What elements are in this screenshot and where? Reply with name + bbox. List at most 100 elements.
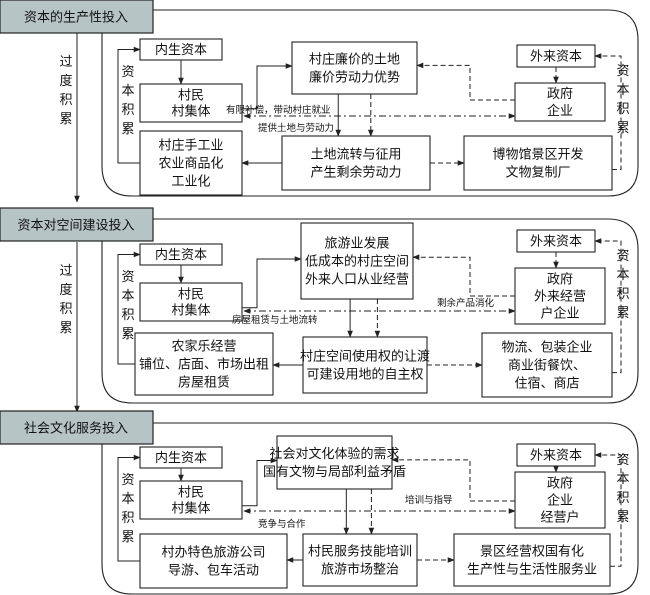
government-enterprise-label: 政府 [547,87,573,102]
exchange-label-forward: 提供土地与劳动力 [258,122,334,134]
villagers-to-driver-arrow [242,63,293,110]
villagers-to-driver-arrow [242,457,278,507]
capital-accumulation-left-char: 资 [121,473,134,488]
villagers-collective-label: 村民 [178,486,204,501]
capital-accumulation-left-char: 累 [121,530,134,545]
capital-accumulation-right-char: 本 [616,268,629,283]
government-enterprise-label: 政府 [547,477,573,492]
over-accumulation-char: 过 [59,264,72,279]
section-header-box [0,410,154,445]
capital-accumulation-arrow-right [594,53,622,170]
government-enterprise-box [514,471,606,529]
capital-accumulation-arrow-right [594,238,622,374]
villagers-collective-label: 村集体 [171,501,210,517]
gov-to-driver-arrow [416,62,515,101]
center-outcome-label: 可建设用地的自主权 [306,367,423,383]
over-accumulation-char: 积 [59,302,72,317]
villagers-collective-box [139,480,243,520]
capital-accumulation-left-char: 积 [121,511,134,526]
over-accumulation-char: 累 [59,112,72,127]
external-capital-label: 外来资本 [530,50,582,65]
exchange-label-forward: 剩余产品消化 [437,297,495,309]
villagers-collective-label: 村集体 [171,104,210,120]
section-header-box [0,0,154,34]
center-driver-label: 旅游业发展 [324,236,389,252]
over-accumulation-char: 积 [59,93,72,108]
section-panel [101,218,639,404]
capital-accumulation-right-char: 累 [616,510,629,525]
capital-accumulation-left-char: 积 [121,308,134,323]
capital-accumulation-right-char: 积 [616,491,629,506]
village-economy-label: 村庄手工业 [158,138,223,154]
over-accumulation-char: 累 [59,321,72,336]
village-economy-label: 导游、包车活动 [168,563,259,579]
village-economy-label: 工业化 [171,175,210,190]
center-outcome-box [302,336,428,394]
capital-accumulation-arrow-left [117,46,141,164]
over-accumulation-char: 度 [59,73,72,89]
center-driver-label: 社会对文化体验的需求 [269,446,399,462]
capital-accumulation-left-char: 资 [121,270,134,285]
external-capital-label: 外来资本 [530,449,582,464]
external-industry-label: 住宿、商店 [514,376,579,392]
capital-accumulation-right-char: 资 [616,453,629,468]
endogenous-capital-label: 内生资本 [155,247,207,263]
center-driver-box [291,41,418,95]
external-industry-label: 文物复制厂 [505,166,570,181]
center-driver-box [300,222,414,300]
center-outcome-label: 村庄空间使用权的让渡 [300,349,430,365]
capital-accumulation-arrow-left [117,454,141,562]
section-header-box [0,207,154,242]
villagers-to-driver-arrow [242,256,302,309]
center-driver-label: 廉价劳动力优势 [309,70,400,86]
center-outcome-label: 土地流转与征用 [310,148,401,163]
capital-accumulation-left-char: 积 [121,103,134,118]
center-driver-label: 村庄廉价的土地 [309,52,400,68]
endogenous-capital-label: 内生资本 [155,450,207,466]
government-enterprise-label: 企业 [547,103,573,119]
external-industry-box [481,332,613,398]
center-driver-label: 国有文物与局部利益矛盾 [263,465,406,480]
external-capital-label: 外来资本 [530,235,582,250]
government-enterprise-label: 经营户 [540,510,579,526]
external-industry-label: 生产性与生活性服务业 [467,562,597,578]
village-economy-label: 铺位、店面、市场出租 [139,357,269,373]
external-industry-box [463,135,613,191]
external-industry-label: 商业街餐饮、 [508,358,586,374]
villagers-collective-label: 村民 [178,288,204,303]
capital-accumulation-left-char: 累 [121,327,134,342]
villagers-collective-label: 村民 [178,89,204,104]
villagers-collective-label: 村集体 [171,303,210,319]
capital-accumulation-left-char: 资 [121,65,134,80]
government-enterprise-box [514,267,606,325]
endogenous-capital-label: 内生资本 [155,42,207,58]
government-enterprise-label: 外来经营 [534,290,586,305]
section-1: 资本的生产性投入内生资本村民村集体村庄廉价的土地廉价劳动力优势土地流转与征用产生… [0,0,639,197]
section-header-title: 资本的生产性投入 [24,10,128,26]
capital-accumulation-right-char: 资 [616,64,629,79]
center-outcome-label: 旅游市场整治 [321,562,399,578]
village-economy-label: 村办特色旅游公司 [161,545,265,561]
external-industry-label: 景区经营权国有化 [480,544,584,560]
government-enterprise-label: 企业 [547,493,573,509]
external-industry-label: 物流、包装企业 [501,340,592,356]
capital-accumulation-right-char: 资 [616,249,629,264]
capital-accumulation-left-char: 本 [121,289,134,304]
over-accumulation-char: 过 [59,55,72,70]
capital-accumulation-right-char: 本 [616,472,629,487]
village-economy-box [139,533,288,589]
government-enterprise-label: 户企业 [540,306,579,322]
capital-accumulation-right-char: 累 [616,306,629,321]
section-panel [101,9,639,197]
exchange-label-forward: 培训与指导 [405,494,453,506]
village-economy-label: 房屋租赁 [178,375,230,391]
capital-accumulation-right-char: 累 [616,121,629,136]
village-economy-label: 农业商品化 [158,157,223,172]
external-industry-box [453,533,611,587]
section-panel [101,422,639,595]
center-outcome-box [302,533,418,587]
exchange-label-back: 房屋租赁与土地流转 [232,314,318,326]
exchange-label-back: 有限补偿，带动村庄就业 [226,104,331,116]
